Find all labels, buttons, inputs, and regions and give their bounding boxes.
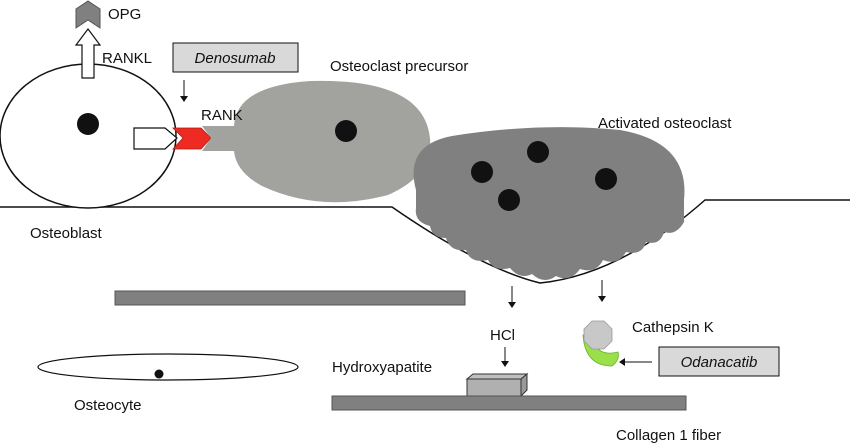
rankl-label: RANKL [102,50,152,67]
precursor-nucleus [335,120,357,142]
cathepsin-k-octagon-icon [583,320,613,350]
denosumab-arrowhead [180,96,188,102]
osteocyte-label: Osteocyte [74,397,142,414]
odanacatib-box [658,346,780,377]
denosumab-box [172,42,299,73]
hcl-label: HCl [490,327,515,344]
activated-osteoclast-cell [413,127,685,281]
odanacatib-arrowhead [619,358,625,366]
opg-chevron-icon [75,0,101,29]
rankl-ligand-icon [133,127,178,150]
rank-label: RANK [201,107,243,124]
collagen-fiber [331,395,687,411]
osteoclast-nucleus [498,189,520,211]
osteoclast-nucleus [527,141,549,163]
hydroxyapatite-label: Hydroxyapatite [332,359,432,376]
osteocyte-nucleus [154,369,164,379]
hcl-arrowhead [501,361,509,367]
hcl-secretion-arrowhead [508,302,516,308]
osteoclast-nucleus [595,168,617,190]
cathepsin-secretion-arrowhead [598,296,606,302]
osteoclast-nucleus [471,161,493,183]
rankl-receptor-icon [74,28,102,79]
hydroxyapatite-crystal-front [466,378,522,397]
osteocyte-cell [37,353,299,381]
osteoclast-precursor-label: Osteoclast precursor [330,58,468,75]
bone-matrix-fiber [114,290,466,306]
osteoblast-label: Osteoblast [30,225,103,242]
osteoclast-precursor-cell [202,80,431,203]
rank-receptor-icon [172,127,212,150]
hydroxyapatite-crystal-top [465,373,529,380]
osteoblast-nucleus [77,113,99,135]
cathepsin-k-label: Cathepsin K [632,319,714,336]
denosumab-label: Denosumab [195,50,276,67]
collagen-label: Collagen 1 fiber [616,427,721,444]
opg-label: OPG [108,6,141,23]
activated-osteoclast-label: Activated osteoclast [598,115,732,132]
odanacatib-label: Odanacatib [681,354,758,371]
